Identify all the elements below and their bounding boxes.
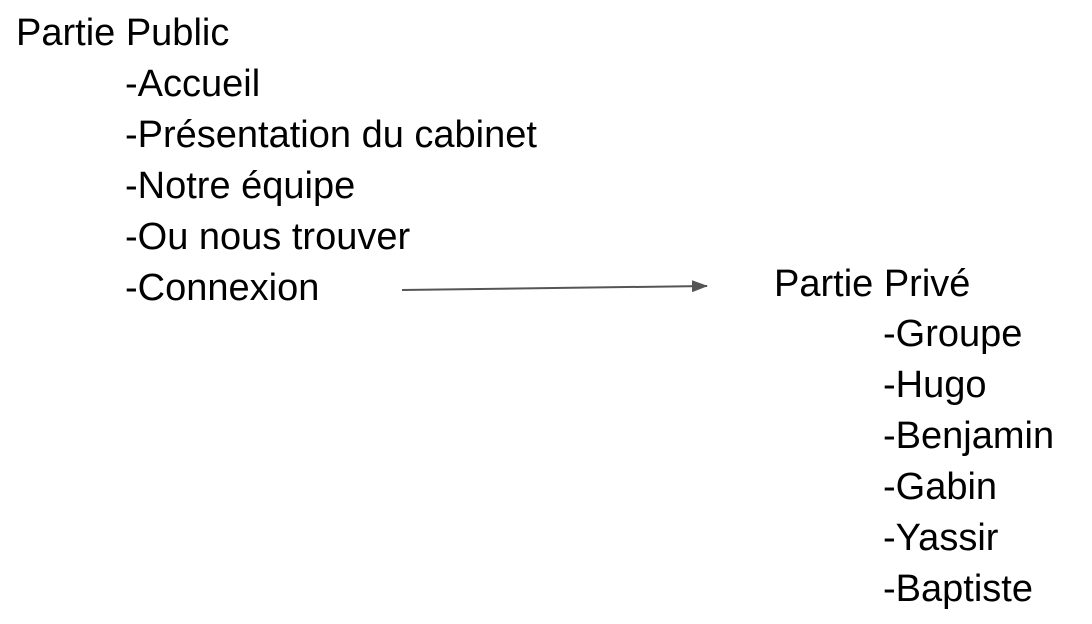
private-item-benjamin: -Benjamin	[883, 415, 1055, 457]
private-item-hugo: -Hugo	[883, 364, 987, 406]
private-item-baptiste: -Baptiste	[883, 568, 1033, 610]
private-section-title: Partie Privé	[774, 263, 971, 305]
public-item-accueil: -Accueil	[125, 63, 261, 105]
public-item-trouver: -Ou nous trouver	[125, 216, 411, 258]
private-section-list: -Groupe -Hugo -Benjamin -Gabin -Yassir -…	[883, 309, 1054, 615]
private-item-gabin: -Gabin	[883, 466, 998, 508]
public-item-presentation: -Présentation du cabinet	[125, 114, 537, 156]
public-section-list: -Accueil -Présentation du cabinet -Notre…	[125, 59, 537, 314]
public-item-equipe: -Notre équipe	[125, 165, 356, 207]
public-section-title: Partie Public	[16, 12, 230, 54]
private-item-groupe: -Groupe	[883, 313, 1023, 355]
public-item-connexion: -Connexion	[125, 267, 320, 309]
private-item-yassir: -Yassir	[883, 517, 999, 559]
